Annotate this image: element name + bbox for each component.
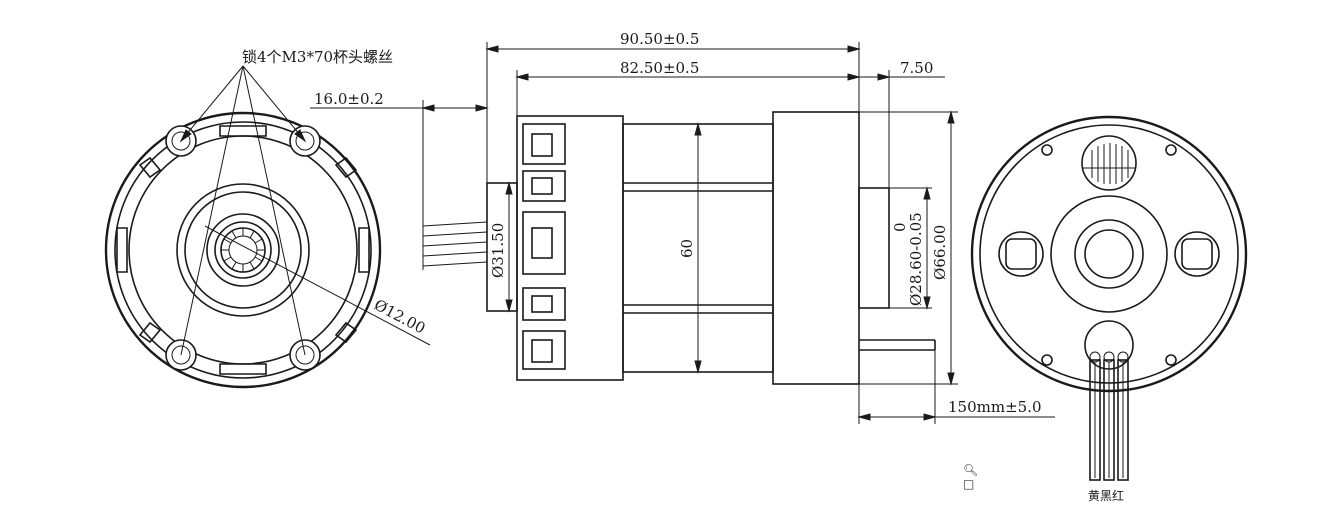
side-view: 90.50±0.5 82.50±0.5 16.0±0.2 7.50 (310, 30, 1055, 424)
dim-front-boss-dia-label: Ø31.50 (489, 223, 507, 278)
housing-slots (522, 123, 566, 370)
screw-note: 锁4个M3*70杯头螺丝 (242, 48, 393, 66)
dim-body-length (515, 70, 861, 116)
dim-body-height-label: 60 (678, 239, 696, 258)
dim-overall-length-label: 90.50±0.5 (620, 30, 699, 48)
rear-mount-holes (1041, 144, 1177, 366)
dim-outer-dia-label: Ø66.00 (931, 225, 949, 280)
dim-lead-length-label: 150mm±5.0 (948, 398, 1042, 416)
magnifier-icon[interactable]: 🔍︎□ (963, 463, 979, 491)
dim-rear-boss-length (859, 70, 945, 188)
wire-colors-label: 黄黑红 (1088, 488, 1124, 503)
dim-outer-dia (859, 110, 958, 386)
shaft-dia-leader (204, 225, 431, 346)
rear-top-connector (1081, 135, 1137, 191)
dim-rear-boss-tol-upper: 0 (891, 222, 909, 232)
screw-heads (165, 125, 321, 371)
dim-front-boss-dia (505, 181, 513, 313)
dim-rear-boss-length-label: 7.50 (900, 59, 933, 77)
shaft-dia-label: Ø12.00 (371, 296, 428, 338)
spline-teeth (221, 228, 265, 272)
dim-lead-length (857, 350, 1055, 424)
dim-overall-length (485, 42, 861, 183)
rear-side-bosses (998, 231, 1220, 277)
dim-rear-boss-dia (889, 186, 932, 310)
rear-wire-exit (1084, 320, 1134, 481)
dim-shaft-length (310, 100, 489, 270)
rear-lead-wire (859, 339, 936, 351)
dim-body-height (694, 122, 702, 374)
rear-view: 黄黑红 (970, 115, 1248, 503)
dim-body-length-label: 82.50±0.5 (620, 59, 699, 77)
screw-note-leaders (179, 65, 307, 356)
front-view: 锁4个M3*70杯头螺丝 Ø12.00 (104, 48, 431, 389)
wire-bundle (422, 221, 488, 267)
dim-shaft-length-label: 16.0±0.2 (314, 90, 384, 108)
dim-rear-boss-dia-label: Ø28.60-0.05 (907, 212, 925, 306)
